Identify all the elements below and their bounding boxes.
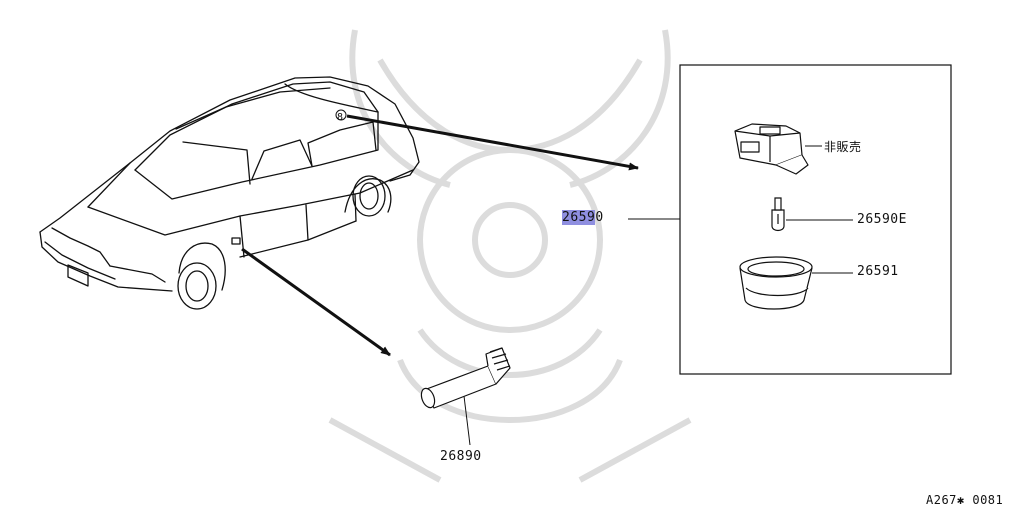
socket-icon <box>771 197 785 232</box>
watermark-emblem <box>328 29 692 483</box>
arrow-to-bulb <box>241 247 391 357</box>
part-number-suffix: 0 <box>595 210 604 225</box>
car-marker <box>335 109 347 121</box>
bracket-icon <box>734 123 809 175</box>
part-number-26591[interactable]: 26591 <box>857 264 899 279</box>
reference-code: A267✱ 0081 <box>926 493 1004 507</box>
ring-icon <box>739 256 813 310</box>
bulb-icon <box>420 347 511 409</box>
car-marker-text: 8 <box>337 112 343 123</box>
bulb-leader <box>463 395 471 446</box>
part-number-26590E[interactable]: 26590E <box>857 212 907 227</box>
car-illustration <box>39 76 420 310</box>
bracket-label: 非販売 <box>824 140 862 154</box>
part-number-26890[interactable]: 26890 <box>440 449 482 464</box>
part-number-highlight: 2659 <box>562 210 596 225</box>
arrow-to-socket-assembly <box>346 114 639 171</box>
part-number-26590[interactable]: 26590 <box>562 210 604 225</box>
